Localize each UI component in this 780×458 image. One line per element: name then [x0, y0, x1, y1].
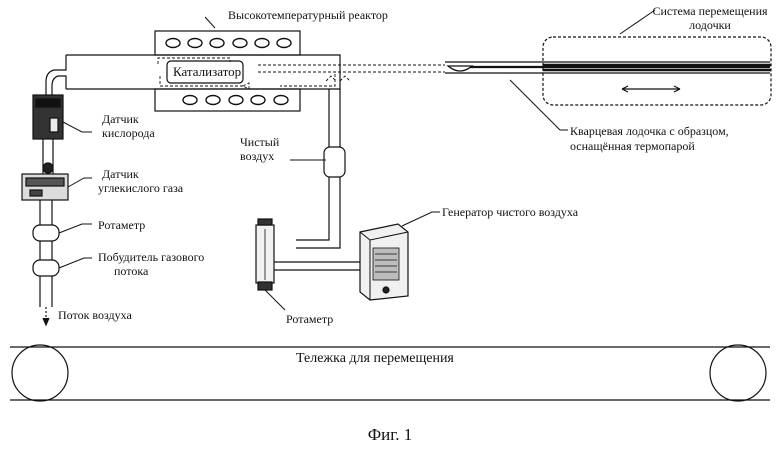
generator-pipe [274, 262, 360, 270]
label-gas-pump-2: потока [114, 264, 148, 278]
clean-air-pipe-bottom [296, 177, 340, 248]
right-rotameter [256, 219, 285, 310]
label-quartz-boat-2: оснащённая термопарой [570, 139, 695, 153]
label-oxygen-sensor-2: кислорода [102, 126, 155, 140]
label-clean-air-1: Чистый [240, 135, 279, 149]
label-air-generator: Генератор чистого воздуха [442, 205, 578, 219]
heater-coils-top [166, 39, 291, 48]
label-cart: Тележка для перемещения [296, 352, 454, 366]
oxygen-sensor [33, 95, 92, 139]
label-co2-sensor-1: Датчик [102, 167, 139, 181]
label-rotameter-left: Ротаметр [98, 218, 145, 232]
label-quartz-boat-1: Кварцевая лодочка с образцом, [570, 124, 729, 138]
boat-motion-arrow [622, 86, 680, 92]
label-rotameter-right: Ротаметр [286, 312, 333, 326]
label-co2-sensor-2: углекислого газа [98, 181, 183, 195]
gas-pump [33, 258, 92, 276]
label-boat-system-1: Система перемещения [640, 4, 780, 18]
label-boat-system-2: лодочки [640, 18, 780, 32]
reactor-bottom-heater [155, 89, 300, 111]
label-gas-pump-1: Побудитель газового [98, 250, 204, 264]
left-tube [40, 200, 52, 307]
air-generator [360, 212, 440, 300]
reactor-top-heater [155, 31, 300, 55]
quartz-boat [448, 66, 472, 71]
clean-air-filter [324, 147, 345, 177]
label-air-flow: Поток воздуха [58, 308, 132, 322]
label-clean-air-2: воздух [240, 149, 274, 163]
exhaust-pipe [46, 55, 66, 95]
air-flow-arrowhead [43, 318, 49, 325]
label-catalyst: Катализатор [173, 65, 241, 79]
clean-air-pipe-top [329, 89, 340, 148]
left-rotameter [33, 224, 92, 241]
label-reactor: Высокотемпературный реактор [228, 8, 388, 22]
label-oxygen-sensor-1: Датчик [102, 112, 139, 126]
heater-coils-bottom [183, 96, 288, 105]
co2-sensor [22, 163, 92, 200]
figure-caption: Фиг. 1 [0, 425, 780, 445]
